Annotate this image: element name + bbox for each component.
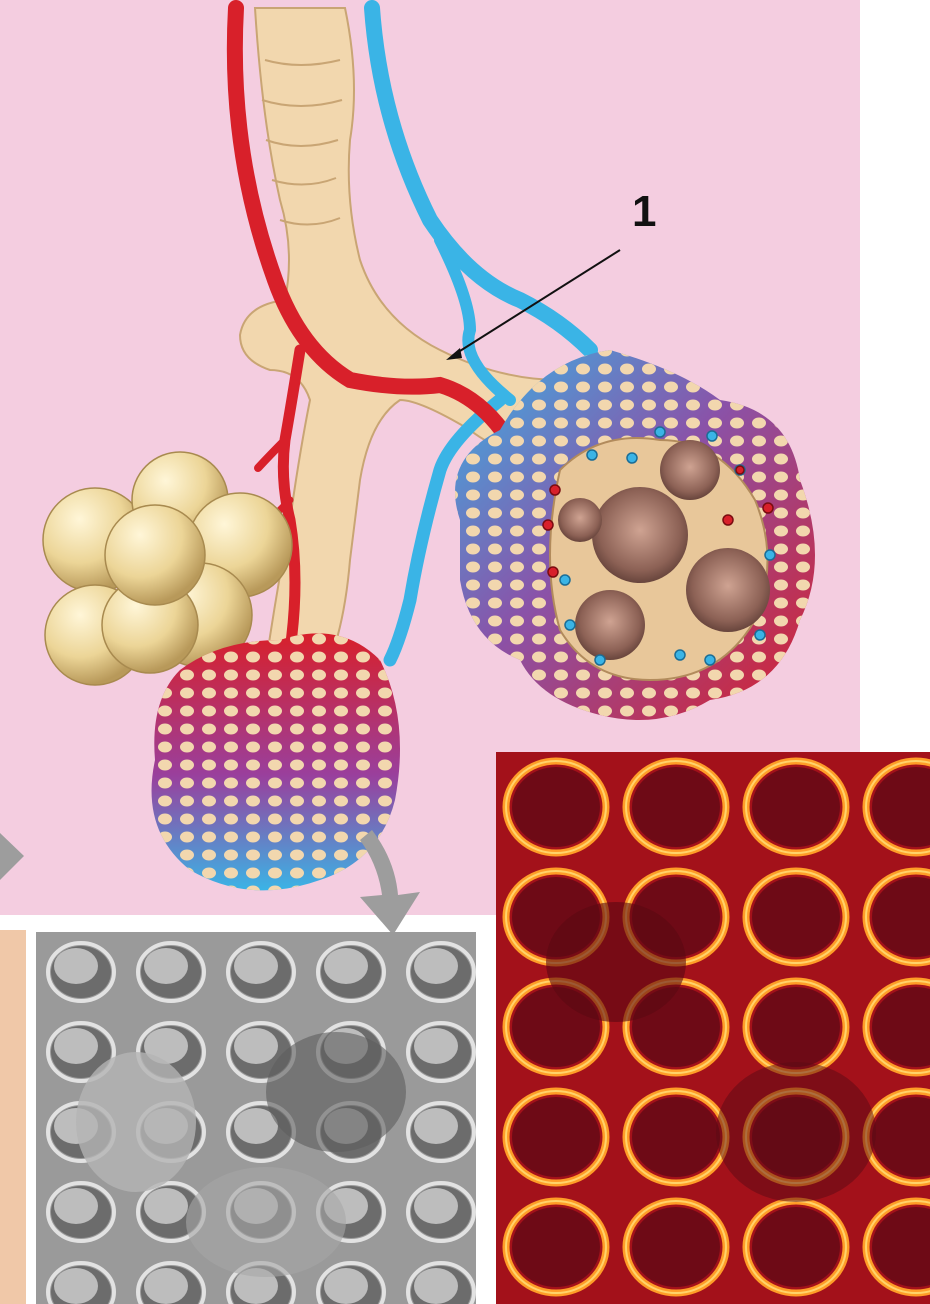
alveoli-scanning-electron-micrograph xyxy=(36,932,476,1304)
capillary-network-cluster xyxy=(152,633,400,890)
capillary-corrosion-cast-micrograph xyxy=(496,752,930,1304)
sem-texture xyxy=(36,932,476,1304)
callout-label-1: 1 xyxy=(632,190,656,234)
cast-texture xyxy=(496,752,930,1304)
